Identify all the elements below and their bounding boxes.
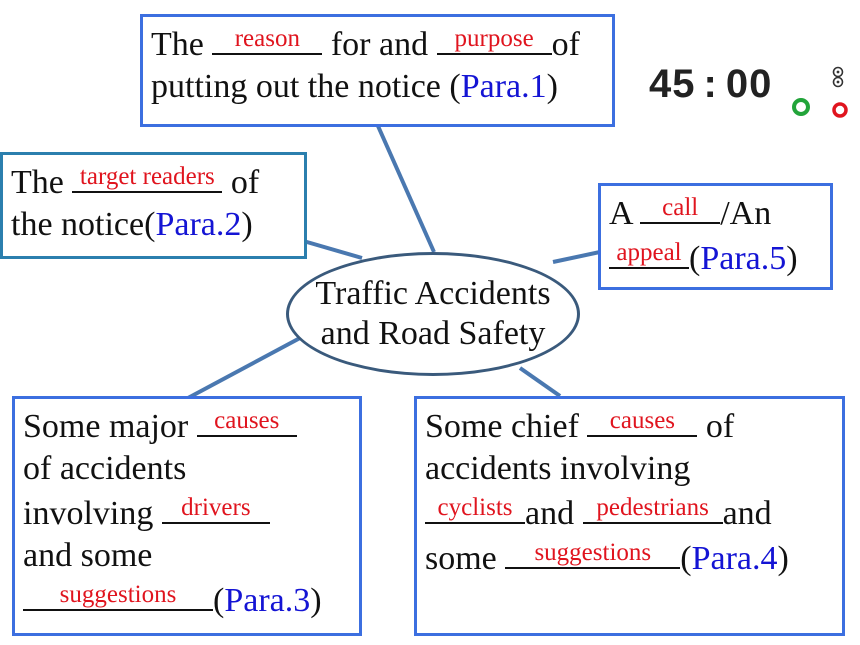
box-call-appeal: A call/An appeal(Para.5) — [598, 183, 833, 290]
box-reason-line-2: putting out the notice (Para.1) — [151, 68, 558, 105]
blank-appeal: appeal — [609, 235, 689, 269]
box-readers-line-2: the notice(Para.2) — [11, 206, 253, 243]
answer-drivers: drivers — [181, 494, 251, 521]
connector-drivers — [187, 336, 301, 400]
blank-purpose: purpose — [436, 21, 552, 55]
blank-causes-cyclists: causes — [587, 403, 698, 437]
blank-pedestrians: pedestrians — [582, 490, 723, 524]
box-cyclists-line-4: some suggestions(Para.4) — [425, 535, 834, 580]
connector-readers — [299, 238, 363, 260]
answer-purpose: purpose — [454, 25, 534, 52]
connector-reason — [376, 125, 436, 253]
timer-green-dot-icon — [792, 98, 810, 116]
box-cyclists-pedestrians: Some chief causes of accidents involving… — [414, 396, 845, 636]
timer-seconds: 00 — [725, 62, 773, 106]
connector-cyclists — [518, 366, 562, 398]
box-drivers: Some major causes of accidents involving… — [12, 396, 362, 636]
blank-suggestions-drivers: suggestions — [23, 577, 213, 611]
countdown-timer: 45:00 — [649, 62, 772, 107]
blank-cyclists: cyclists — [425, 490, 525, 524]
box-drivers-line-1: Some major causes — [23, 403, 351, 448]
blank-reason: reason — [212, 21, 323, 55]
box-drivers-line-2: of accidents — [23, 450, 187, 487]
para-ref-3: Para.3 — [224, 582, 311, 619]
connector-call — [552, 250, 601, 264]
answer-cyclists: cyclists — [437, 494, 513, 521]
box-cyclists-line-2: accidents involving — [425, 450, 691, 487]
box-call-line-1: A call/An — [609, 190, 822, 235]
blank-drivers: drivers — [161, 490, 270, 524]
answer-causes-drivers: causes — [214, 407, 280, 434]
timer-controls-icon — [832, 66, 848, 118]
para-ref-2: Para.2 — [155, 206, 242, 243]
box-readers-line-1: The target readers of — [11, 159, 296, 204]
box-drivers-line-4: and some — [23, 537, 153, 574]
box-drivers-line-5: suggestions(Para.3) — [23, 577, 351, 622]
box-target-readers: The target readers of the notice(Para.2) — [0, 152, 307, 259]
box-cyclists-line-1: Some chief causes of — [425, 403, 834, 448]
central-topic-line-1: Traffic Accidents — [315, 275, 551, 312]
answer-appeal: appeal — [616, 239, 682, 266]
answer-target-readers: target readers — [79, 163, 215, 190]
answer-suggestions-cyclists: suggestions — [534, 539, 652, 566]
para-ref-5: Para.5 — [700, 240, 787, 277]
blank-target-readers: target readers — [72, 159, 223, 193]
para-ref-1: Para.1 — [460, 68, 547, 105]
timer-colon: : — [703, 62, 718, 106]
timer-minutes: 45 — [649, 62, 696, 106]
answer-suggestions-drivers: suggestions — [59, 581, 177, 608]
answer-causes-cyclists: causes — [609, 407, 676, 434]
answer-reason: reason — [234, 25, 300, 52]
central-topic: Traffic Accidents and Road Safety — [286, 252, 580, 376]
blank-causes-drivers: causes — [196, 403, 297, 437]
answer-pedestrians: pedestrians — [596, 494, 709, 521]
box-drivers-line-3: involving drivers — [23, 490, 351, 535]
blank-suggestions-cyclists: suggestions — [505, 535, 681, 569]
blank-call: call — [640, 190, 721, 224]
para-ref-4: Para.4 — [691, 540, 778, 577]
box-call-line-2: appeal(Para.5) — [609, 235, 822, 280]
central-topic-line-2: and Road Safety — [320, 315, 546, 352]
answer-call: call — [662, 194, 699, 221]
